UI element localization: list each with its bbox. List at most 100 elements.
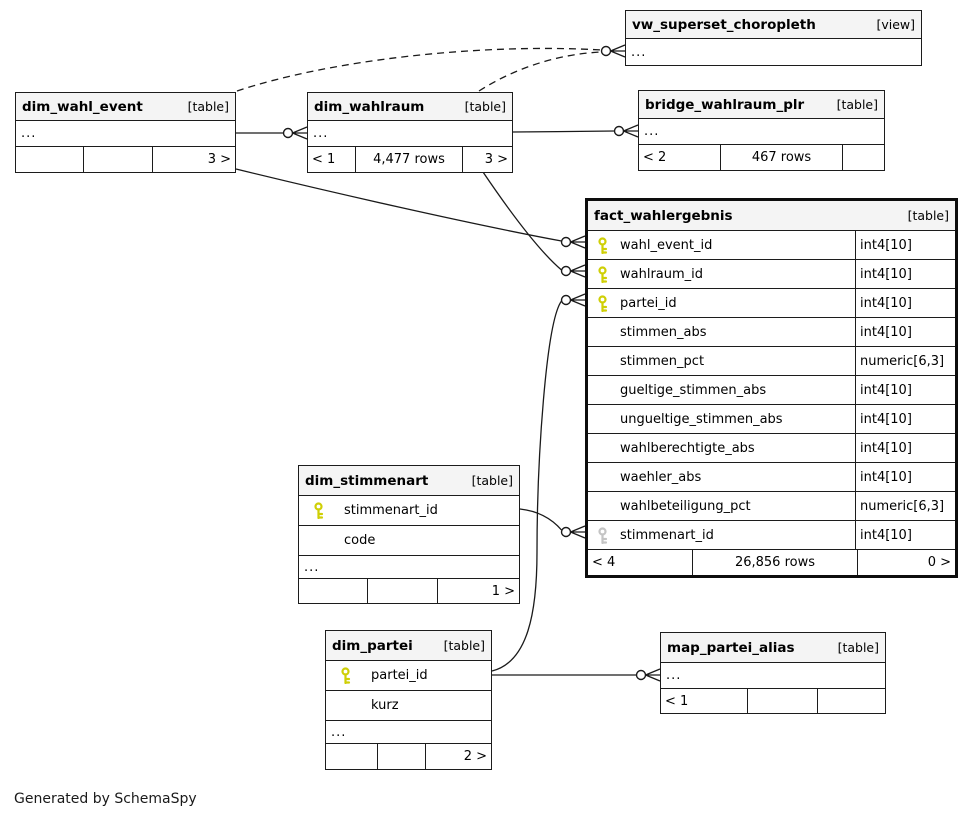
column-name: wahl_event_id — [620, 237, 713, 253]
column-type: int4[10] — [855, 405, 955, 433]
table-node-dim_wahl_event[interactable]: dim_wahl_event [table] ... 3 > — [15, 92, 236, 173]
table-title: dim_stimmenart — [305, 472, 429, 489]
crowfoot-connector-fact-wahlraum_id — [560, 264, 586, 278]
footer-rows-cell — [748, 689, 818, 713]
rel-dim_stimmenart-fact — [519, 508, 562, 531]
rel-dim_wahl_event-view — [236, 47, 602, 92]
rel-dim_wahl_event-fact — [235, 168, 562, 242]
crowfoot-connector-fact-wahl_event_id — [560, 235, 586, 249]
table-title: dim_wahlraum — [314, 98, 425, 115]
generated-by-note: Generated by SchemaSpy — [14, 791, 197, 807]
column-row-wahlbeteiligung_pct: wahlbeteiligung_pct numeric[6,3] — [588, 492, 955, 521]
column-name: partei_id — [371, 668, 428, 683]
column-row-code: code — [299, 526, 519, 556]
column-type: int4[10] — [855, 318, 955, 346]
elided-columns-row: ... — [631, 44, 647, 60]
footer-prev-cell — [16, 147, 84, 172]
rel-dim_wahlraum-fact — [482, 171, 562, 271]
footer-next-cell[interactable]: 1 > — [491, 583, 515, 599]
column-name: wahlberechtigte_abs — [620, 440, 755, 456]
column-type: int4[10] — [855, 260, 955, 288]
table-node-fact_wahlergebnis[interactable]: fact_wahlergebnis [table] wahl_event_id … — [585, 198, 958, 578]
footer-rows-cell: 467 rows — [721, 145, 843, 170]
column-type: int4[10] — [855, 521, 955, 549]
table-node-vw_superset_choropleth[interactable]: vw_superset_choropleth [view] ... — [625, 10, 922, 66]
crowfoot-connector-dim_wahlraum — [282, 126, 308, 140]
footer-rows-cell: 26,856 rows — [693, 550, 858, 575]
elided-columns-row: ... — [639, 119, 884, 145]
footer-next-cell[interactable]: 3 > — [484, 152, 508, 167]
column-name: wahlbeteiligung_pct — [620, 498, 751, 514]
table-node-bridge_wahlraum_plr[interactable]: bridge_wahlraum_plr [table] ... < 2 467 … — [638, 90, 885, 171]
primary-key-icon — [339, 667, 352, 684]
table-kind-badge: [table] — [836, 97, 878, 112]
footer-next-cell[interactable]: 3 > — [207, 152, 231, 167]
column-name: gueltige_stimmen_abs — [620, 382, 767, 398]
rel-dim_wahlraum-view — [478, 51, 602, 92]
column-type: int4[10] — [855, 434, 955, 462]
footer-prev-cell — [326, 744, 378, 769]
column-row-waehler_abs: waehler_abs int4[10] — [588, 463, 955, 492]
table-kind-badge: [table] — [464, 99, 506, 114]
footer-next-cell[interactable]: 2 > — [463, 749, 487, 764]
primary-key-icon — [596, 265, 609, 283]
column-row-stimmenart_id: stimmenart_id int4[10] — [588, 521, 955, 550]
footer-prev-cell[interactable]: < 1 — [661, 689, 748, 713]
column-row-gueltige_stimmen_abs: gueltige_stimmen_abs int4[10] — [588, 376, 955, 405]
elided-columns-row: ... — [308, 121, 512, 147]
primary-key-icon — [596, 294, 609, 312]
table-node-dim_partei[interactable]: dim_partei [table] partei_id kurz ... 2 … — [325, 630, 492, 770]
column-row-wahlberechtigte_abs: wahlberechtigte_abs int4[10] — [588, 434, 955, 463]
crowfoot-connector-map_partei_alias — [635, 668, 661, 682]
column-name: stimmen_abs — [620, 324, 707, 340]
elided-columns-row: ... — [661, 663, 885, 689]
column-row-wahlraum_id: wahlraum_id int4[10] — [588, 260, 955, 289]
elided-columns-row: ... — [326, 721, 491, 744]
footer-prev-cell[interactable]: < 1 — [308, 147, 356, 172]
primary-key-icon — [312, 502, 325, 519]
table-kind-badge: [table] — [471, 473, 513, 488]
footer-rows-cell — [378, 744, 426, 769]
column-type: numeric[6,3] — [855, 492, 955, 520]
column-row-stimmen_pct: stimmen_pct numeric[6,3] — [588, 347, 955, 376]
table-title: map_partei_alias — [667, 639, 795, 656]
crowfoot-connector-fact-stimmenart_id — [560, 525, 586, 539]
table-node-dim_stimmenart[interactable]: dim_stimmenart [table] stimmenart_id cod… — [298, 465, 520, 604]
column-row-partei_id: partei_id int4[10] — [588, 289, 955, 318]
footer-rows-cell: 4,477 rows — [356, 147, 463, 172]
elided-columns-row: ... — [16, 121, 235, 147]
column-type: numeric[6,3] — [855, 347, 955, 375]
footer-next-cell — [843, 145, 884, 170]
column-row-stimmen_abs: stimmen_abs int4[10] — [588, 318, 955, 347]
column-name: partei_id — [620, 295, 677, 311]
column-name: code — [344, 533, 376, 548]
table-node-dim_wahlraum[interactable]: dim_wahlraum [table] ... < 1 4,477 rows … — [307, 92, 513, 173]
footer-rows-cell — [368, 579, 438, 603]
table-title: dim_partei — [332, 637, 413, 654]
table-kind-badge: [table] — [187, 99, 229, 114]
column-name: stimmen_pct — [620, 353, 705, 369]
footer-prev-cell[interactable]: < 4 — [588, 550, 693, 575]
footer-next-cell[interactable]: 0 > — [927, 555, 951, 570]
column-row-partei_id: partei_id — [326, 661, 491, 691]
table-title: vw_superset_choropleth — [632, 16, 816, 33]
footer-prev-cell[interactable]: < 2 — [639, 145, 721, 170]
column-type: int4[10] — [855, 463, 955, 491]
column-name: kurz — [371, 698, 399, 713]
column-name: wahlraum_id — [620, 266, 704, 282]
column-name: waehler_abs — [620, 469, 702, 485]
elided-columns-row: ... — [299, 556, 519, 579]
column-type: int4[10] — [855, 289, 955, 317]
table-kind-badge: [table] — [837, 640, 879, 655]
table-title: dim_wahl_event — [22, 98, 143, 115]
primary-key-icon — [596, 236, 609, 254]
table-title: bridge_wahlraum_plr — [645, 96, 805, 113]
rel-dim_wahlraum-bridge_wahlraum_plr — [512, 130, 615, 133]
column-name: stimmenart_id — [344, 503, 438, 518]
table-node-map_partei_alias[interactable]: map_partei_alias [table] ... < 1 — [660, 632, 886, 714]
crowfoot-connector-fact-partei_id — [560, 293, 586, 307]
footer-next-cell — [818, 689, 885, 713]
column-name: ungueltige_stimmen_abs — [620, 411, 783, 427]
column-name: stimmenart_id — [620, 527, 714, 543]
